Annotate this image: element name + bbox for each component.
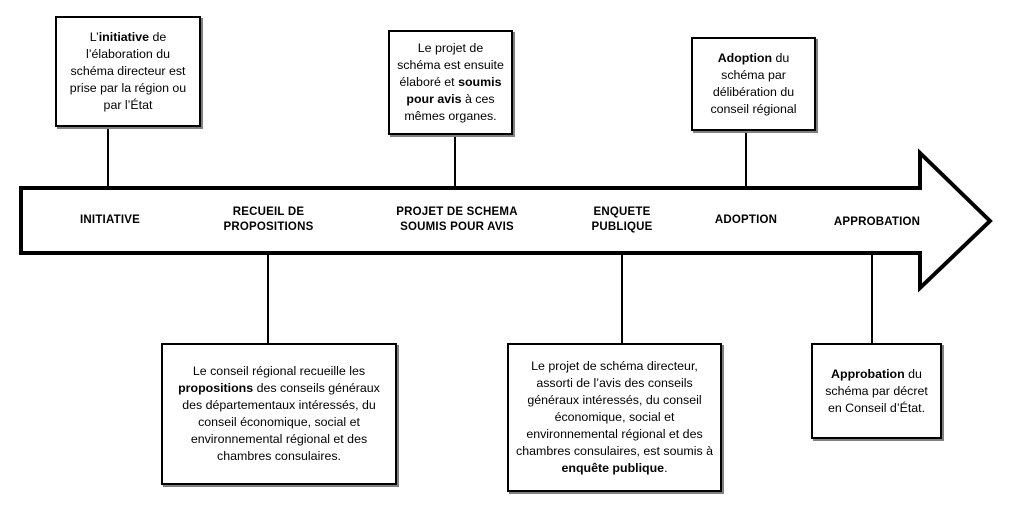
callout-initiative: L’initiative de l’élaboration du schéma … xyxy=(55,16,201,127)
stage-line-1: INITIATIVE xyxy=(80,214,140,226)
stage-label-adoption: ADOPTION xyxy=(692,213,800,228)
connector-recueil xyxy=(267,253,269,344)
stage-label-recueil: RECUEIL DE PROPOSITIONS xyxy=(206,205,331,235)
connector-adoption xyxy=(745,130,747,189)
stage-line-1: PROJET DE SCHEMA xyxy=(396,206,518,218)
stage-line-2: PROPOSITIONS xyxy=(223,221,314,233)
callout-initiative-text: L’initiative de l’élaboration du schéma … xyxy=(69,30,187,112)
connector-initiative xyxy=(107,126,109,189)
callout-adoption-text: Adoption du schéma par délibération du c… xyxy=(710,51,797,116)
connector-approbation xyxy=(871,253,873,344)
stage-line-1: ADOPTION xyxy=(714,214,778,226)
stage-line-1: ENQUETE xyxy=(593,206,651,218)
callout-recueil-text: Le conseil régional recueille les propos… xyxy=(178,364,380,463)
stage-line-2: PUBLIQUE xyxy=(591,221,653,233)
callout-approbation: Approbation du schéma par décret en Cons… xyxy=(811,343,942,439)
connector-enquete xyxy=(621,253,623,344)
callout-recueil: Le conseil régional recueille les propos… xyxy=(161,343,397,485)
stage-line-1: RECUEIL DE xyxy=(232,206,305,218)
callout-adoption: Adoption du schéma par délibération du c… xyxy=(691,37,816,131)
callout-projet: Le projet de schéma est ensuite élaboré … xyxy=(388,30,513,135)
stage-label-approbation: APPROBATION xyxy=(818,215,936,230)
callout-enquete-text: Le projet de schéma directeur, assorti d… xyxy=(516,359,713,475)
callout-approbation-text: Approbation du schéma par décret en Cons… xyxy=(825,366,928,415)
callout-projet-text: Le projet de schéma est ensuite élaboré … xyxy=(397,41,504,123)
stage-label-initiative: INITIATIVE xyxy=(50,213,170,228)
callout-enquete: Le projet de schéma directeur, assorti d… xyxy=(507,343,722,492)
stage-line-2: SOUMIS POUR AVIS xyxy=(400,221,514,233)
stage-line-1: APPROBATION xyxy=(833,216,921,228)
connector-projet xyxy=(454,134,456,189)
stage-label-projet: PROJET DE SCHEMA SOUMIS POUR AVIS xyxy=(379,205,535,235)
stage-label-enquete: ENQUETE PUBLIQUE xyxy=(567,205,677,235)
